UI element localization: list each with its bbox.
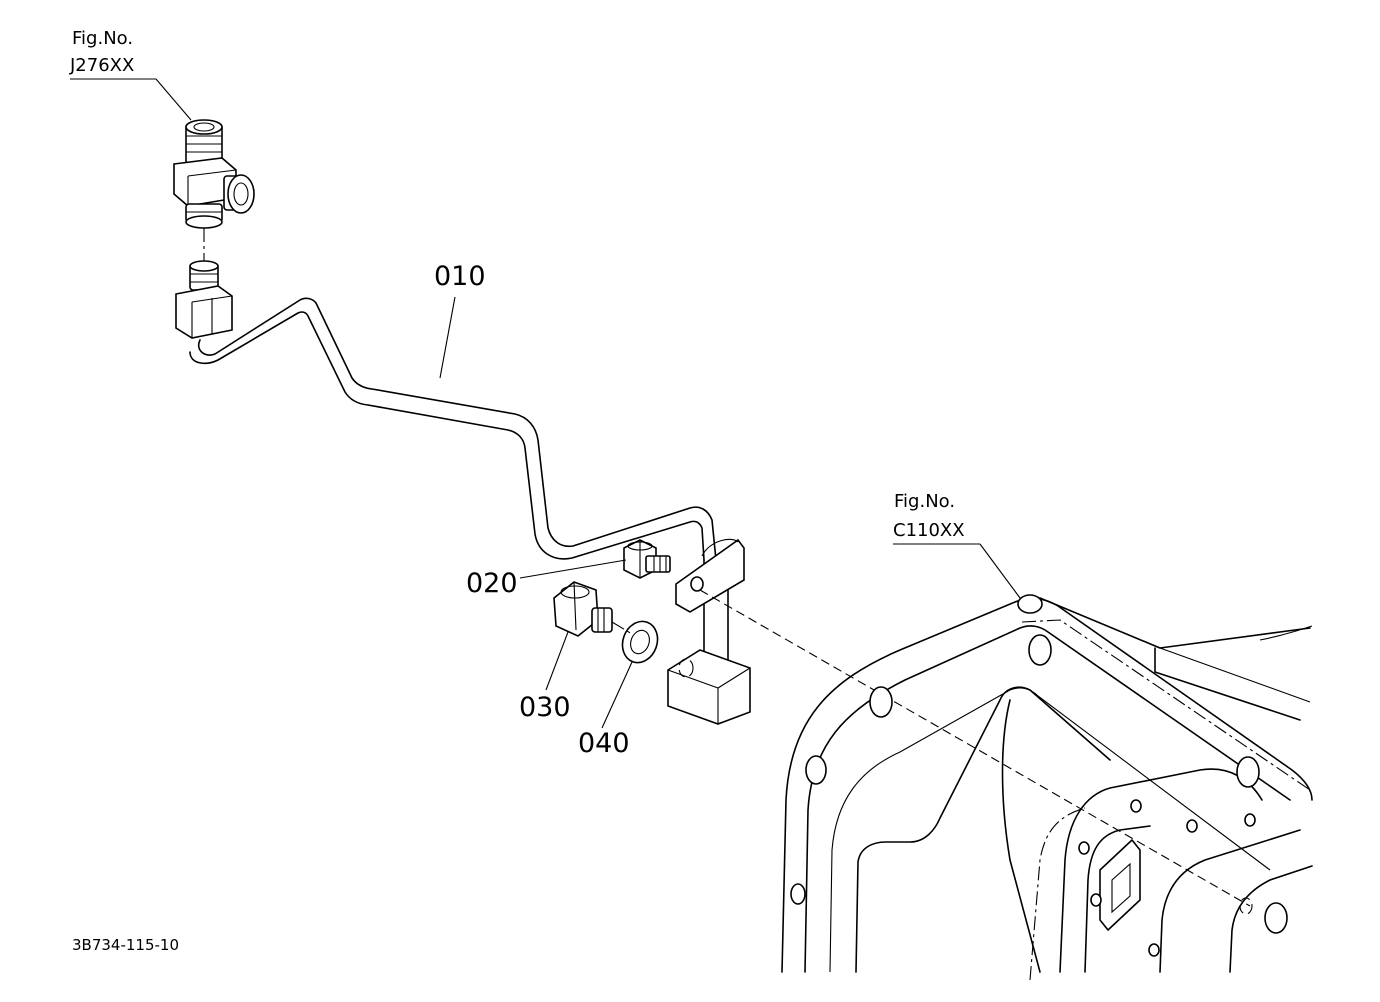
part-010-label: 010 [434, 261, 486, 292]
plug-centerline [611, 621, 633, 635]
plug-030[interactable]: 030 [519, 581, 613, 723]
part-030-label: 030 [519, 692, 571, 723]
fig-ref-j276[interactable]: Fig.No. J276XX [69, 28, 192, 121]
part-040-leader [601, 661, 633, 729]
part-020-leader [519, 559, 627, 579]
washer-040[interactable]: 040 [578, 616, 663, 759]
fig-ref-c110-line1: Fig.No. [894, 491, 955, 512]
part-010-leader [439, 296, 456, 379]
drawing-number: 3B734-115-10 [72, 936, 179, 954]
part-030-leader [545, 631, 569, 691]
part-040-label: 040 [578, 728, 630, 759]
fig-ref-c110-leader [979, 543, 1021, 599]
fig-ref-j276-line2: J276XX [69, 55, 134, 76]
transmission-housing [781, 594, 1313, 981]
fig-ref-c110[interactable]: Fig.No. C110XX [893, 491, 1021, 599]
fig-ref-j276-leader [155, 78, 192, 121]
fig-ref-c110-line2: C110XX [893, 520, 965, 541]
tee-fitting [173, 119, 255, 262]
bolt-020[interactable]: 020 [466, 539, 671, 599]
fig-ref-j276-line1: Fig.No. [72, 28, 133, 49]
bolt-centerline [699, 589, 1251, 907]
part-020-label: 020 [466, 568, 518, 599]
pipe-010[interactable]: 010 [175, 260, 751, 725]
